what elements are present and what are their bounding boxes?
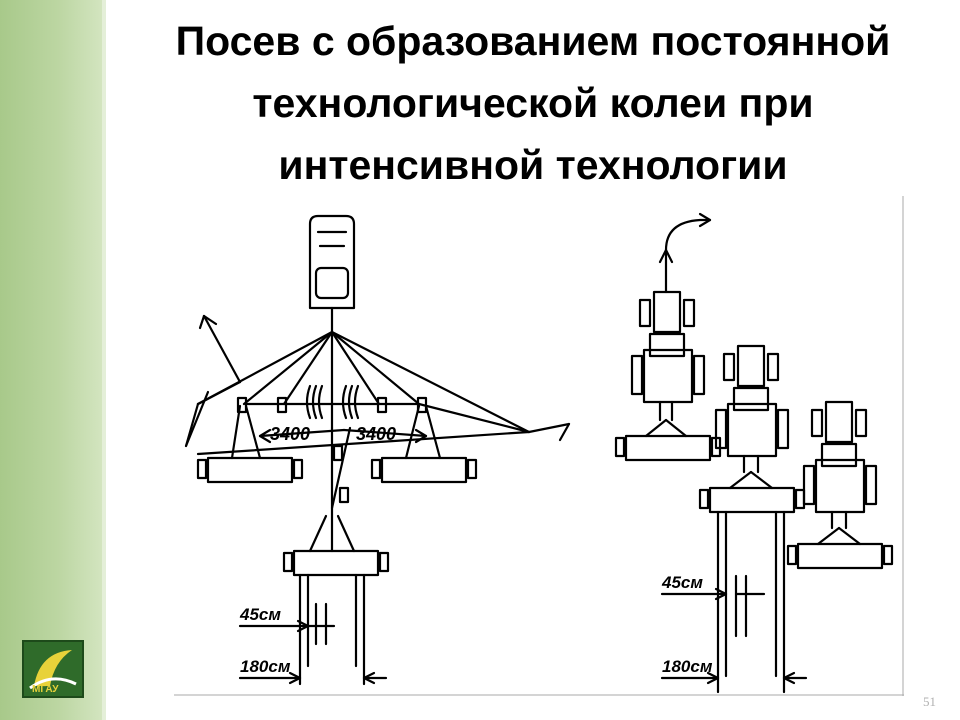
title-line-3: интенсивной технологии bbox=[278, 142, 788, 188]
university-logo: МГАУ bbox=[22, 640, 84, 698]
svg-text:МГАУ: МГАУ bbox=[32, 684, 59, 695]
title-line-2: технологической колеи при bbox=[252, 80, 814, 126]
right-gap-dimension bbox=[660, 587, 766, 601]
left-seeder bbox=[196, 404, 304, 484]
track-label-right: 180см bbox=[662, 657, 713, 676]
track-label-left: 180см bbox=[240, 657, 291, 676]
turn-arrow bbox=[658, 212, 712, 294]
left-tractor bbox=[308, 214, 356, 310]
seeding-tramline-diagram: 3400 3400 45см 180см bbox=[173, 195, 905, 697]
slide-title: Посев с образованием постоянной технолог… bbox=[106, 10, 960, 196]
right-seeder bbox=[370, 404, 478, 484]
left-track-dimension bbox=[238, 671, 388, 685]
width-dimension bbox=[258, 428, 428, 444]
hitch-frame bbox=[184, 306, 571, 456]
tractor-1 bbox=[614, 290, 722, 462]
tractor-3 bbox=[786, 400, 894, 570]
title-line-1: Посев с образованием постоянной bbox=[175, 18, 891, 64]
gap-label-left: 45см bbox=[239, 605, 281, 624]
slide-number: 51 bbox=[923, 694, 936, 709]
decorative-side-band bbox=[0, 0, 106, 720]
right-track-dimension bbox=[660, 671, 808, 685]
width-label-right: 3400 bbox=[356, 424, 396, 444]
gap-label-right: 45см bbox=[661, 573, 703, 592]
left-gap-dimension bbox=[238, 619, 336, 633]
tractor-2 bbox=[698, 344, 806, 694]
center-seeder bbox=[282, 426, 390, 686]
width-label-left: 3400 bbox=[270, 424, 310, 444]
